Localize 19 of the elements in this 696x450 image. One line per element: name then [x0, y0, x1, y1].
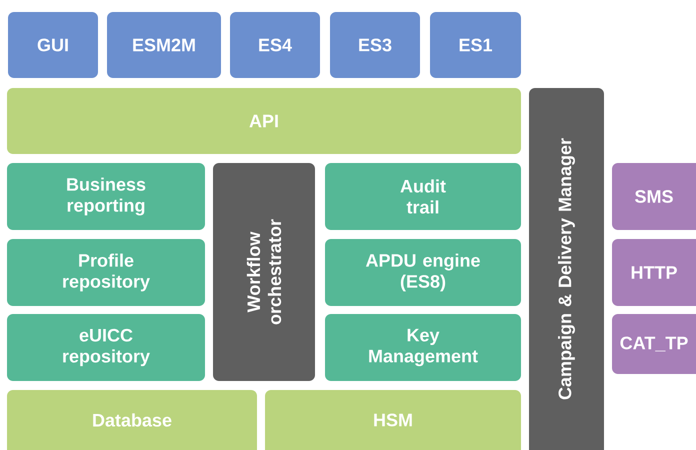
- module-box: Profile repository: [7, 239, 205, 306]
- layer-box: HSM: [265, 390, 521, 450]
- vertical-bar: Campaign & Delivery Manager: [529, 88, 604, 450]
- interface-box: ES1: [430, 12, 521, 78]
- layer-box: API: [7, 88, 521, 154]
- module-box: Business reporting: [7, 163, 205, 230]
- protocol-box: CAT_TP: [612, 314, 696, 374]
- module-box: Key Management: [325, 314, 521, 381]
- vertical-bar: Workflow orchestrator: [213, 163, 315, 381]
- interface-box: ES3: [330, 12, 420, 78]
- interface-box: ESM2M: [107, 12, 221, 78]
- module-box: eUICC repository: [7, 314, 205, 381]
- protocol-box: SMS: [612, 163, 696, 230]
- interface-box: ES4: [230, 12, 320, 78]
- module-box: Audit trail: [325, 163, 521, 230]
- protocol-box: HTTP: [612, 239, 696, 306]
- layer-box: Database: [7, 390, 257, 450]
- interface-box: GUI: [8, 12, 98, 78]
- module-box: APDU engine (ES8): [325, 239, 521, 306]
